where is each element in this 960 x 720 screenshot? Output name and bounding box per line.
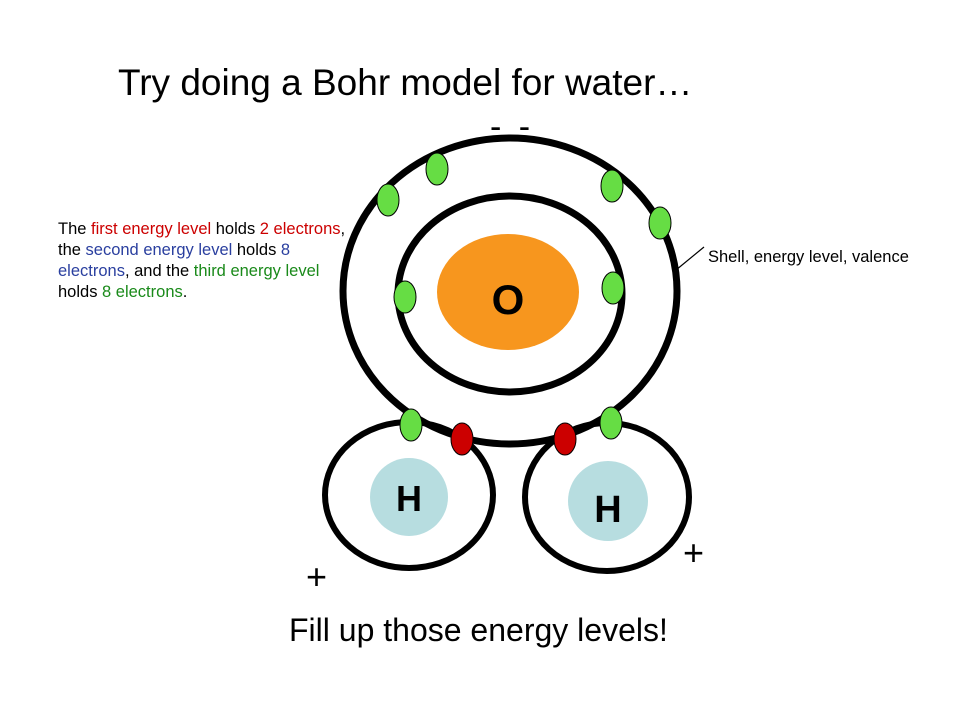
note-third-capacity: 8 electrons [102,283,183,301]
note-text: , the [58,220,346,259]
hydrogen-left-charge-label: + [306,556,328,597]
shell-label-leader [675,246,705,271]
note-text: holds [211,220,260,238]
oxygen-electron [648,206,672,240]
oxygen-symbol: O [492,276,525,323]
hydrogen-left-symbol: H [396,478,422,519]
footer-caption: Fill up those energy levels! [289,612,668,648]
oxygen-electron [393,280,417,314]
oxygen-nucleus [437,234,579,350]
oxygen-electron [601,271,625,305]
oxygen-electrons [376,152,672,442]
oxygen-electron [376,183,400,217]
note-text: holds [58,283,103,301]
oxygen-electron [425,152,449,186]
hydrogen-left-nucleus [370,458,448,536]
note-second-energy-level: second energy level [85,241,233,259]
note-first-energy-level: first energy level [91,220,212,238]
note-text: , and the [124,262,194,280]
oxygen-outer-shell [339,134,681,448]
note-first-capacity: 2 electrons [259,220,341,238]
note-text: The [58,220,92,238]
oxygen-electron [599,406,623,440]
note-text: holds [232,241,281,259]
oxygen-electron [600,169,624,203]
note-third-energy-level: third energy level [193,262,320,280]
hydrogen-electron [553,422,577,456]
energy-level-note: The first energy level holds 2 electrons… [58,219,350,303]
note-second-capacity: 8 electrons [58,241,291,280]
hydrogen-right-symbol: H [594,489,621,531]
hydrogen-electron [450,422,474,456]
oxygen-electron [399,408,423,442]
hydrogen-electrons [450,422,577,456]
hydrogen-right-nucleus [568,461,648,541]
note-text: . [182,283,188,301]
shell-label: Shell, energy level, valence [708,248,909,266]
slide-title: Try doing a Bohr model for water… [118,62,693,103]
hydrogen-right-charge-label: + [683,532,705,573]
